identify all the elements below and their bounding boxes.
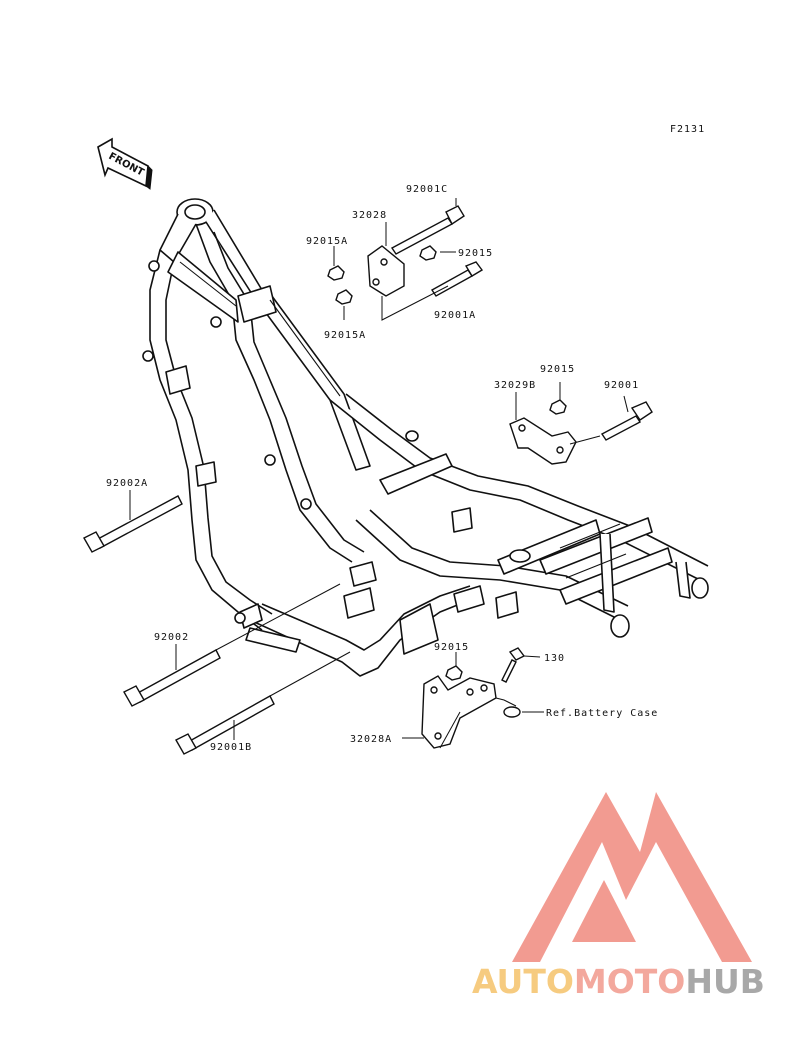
label-92015a-upper: 92015A [306,236,348,247]
bracket-32028 [367,245,405,297]
label-92002a: 92002A [106,478,148,489]
motorcycle-frame [142,198,709,677]
label-92001c: 92001C [406,184,448,195]
label-32028a: 32028A [350,734,392,745]
figure-code: F2131 [670,124,705,135]
screw-130 [501,647,526,683]
bolt-92002 [123,649,221,707]
svg-text:AUTOMOTOHUB: AUTOMOTOHUB [472,962,765,1001]
front-arrow-icon: FRONT [97,137,153,190]
nut-92015a-lower [335,289,353,305]
logo-word-moto: MOTO [574,962,685,1001]
label-32028: 32028 [352,210,387,221]
label-92015-bottom: 92015 [434,642,469,653]
bolt-92001 [600,401,653,441]
nut-92015-bottom [445,665,463,681]
automotohub-logo: AUTOMOTOHUB [472,792,765,1001]
nut-92015a-upper [327,265,345,281]
label-32029b: 32029B [494,380,536,391]
bolt-92001c [390,205,465,255]
label-92002: 92002 [154,632,189,643]
bracket-32029b [509,417,577,465]
nut-92015-top [419,245,437,261]
label-92015a-lower: 92015A [324,330,366,341]
label-ref-battery-case: Ref.Battery Case [546,708,658,719]
bolt-92002a [83,495,183,553]
label-130: 130 [544,653,565,664]
logo-word-auto: AUTO [472,962,574,1001]
bolt-92001b [175,695,275,755]
label-92001a: 92001A [434,310,476,321]
label-92015-right: 92015 [540,364,575,375]
bracket-32028a [421,675,497,749]
label-92001b: 92001B [210,742,252,753]
nut-92015-right [549,399,567,415]
logo-triangle-icon [512,792,752,962]
battery-case-strap [495,697,521,718]
label-92015-top: 92015 [458,248,493,259]
logo-word-hub: HUB [685,962,765,1001]
label-92001: 92001 [604,380,639,391]
